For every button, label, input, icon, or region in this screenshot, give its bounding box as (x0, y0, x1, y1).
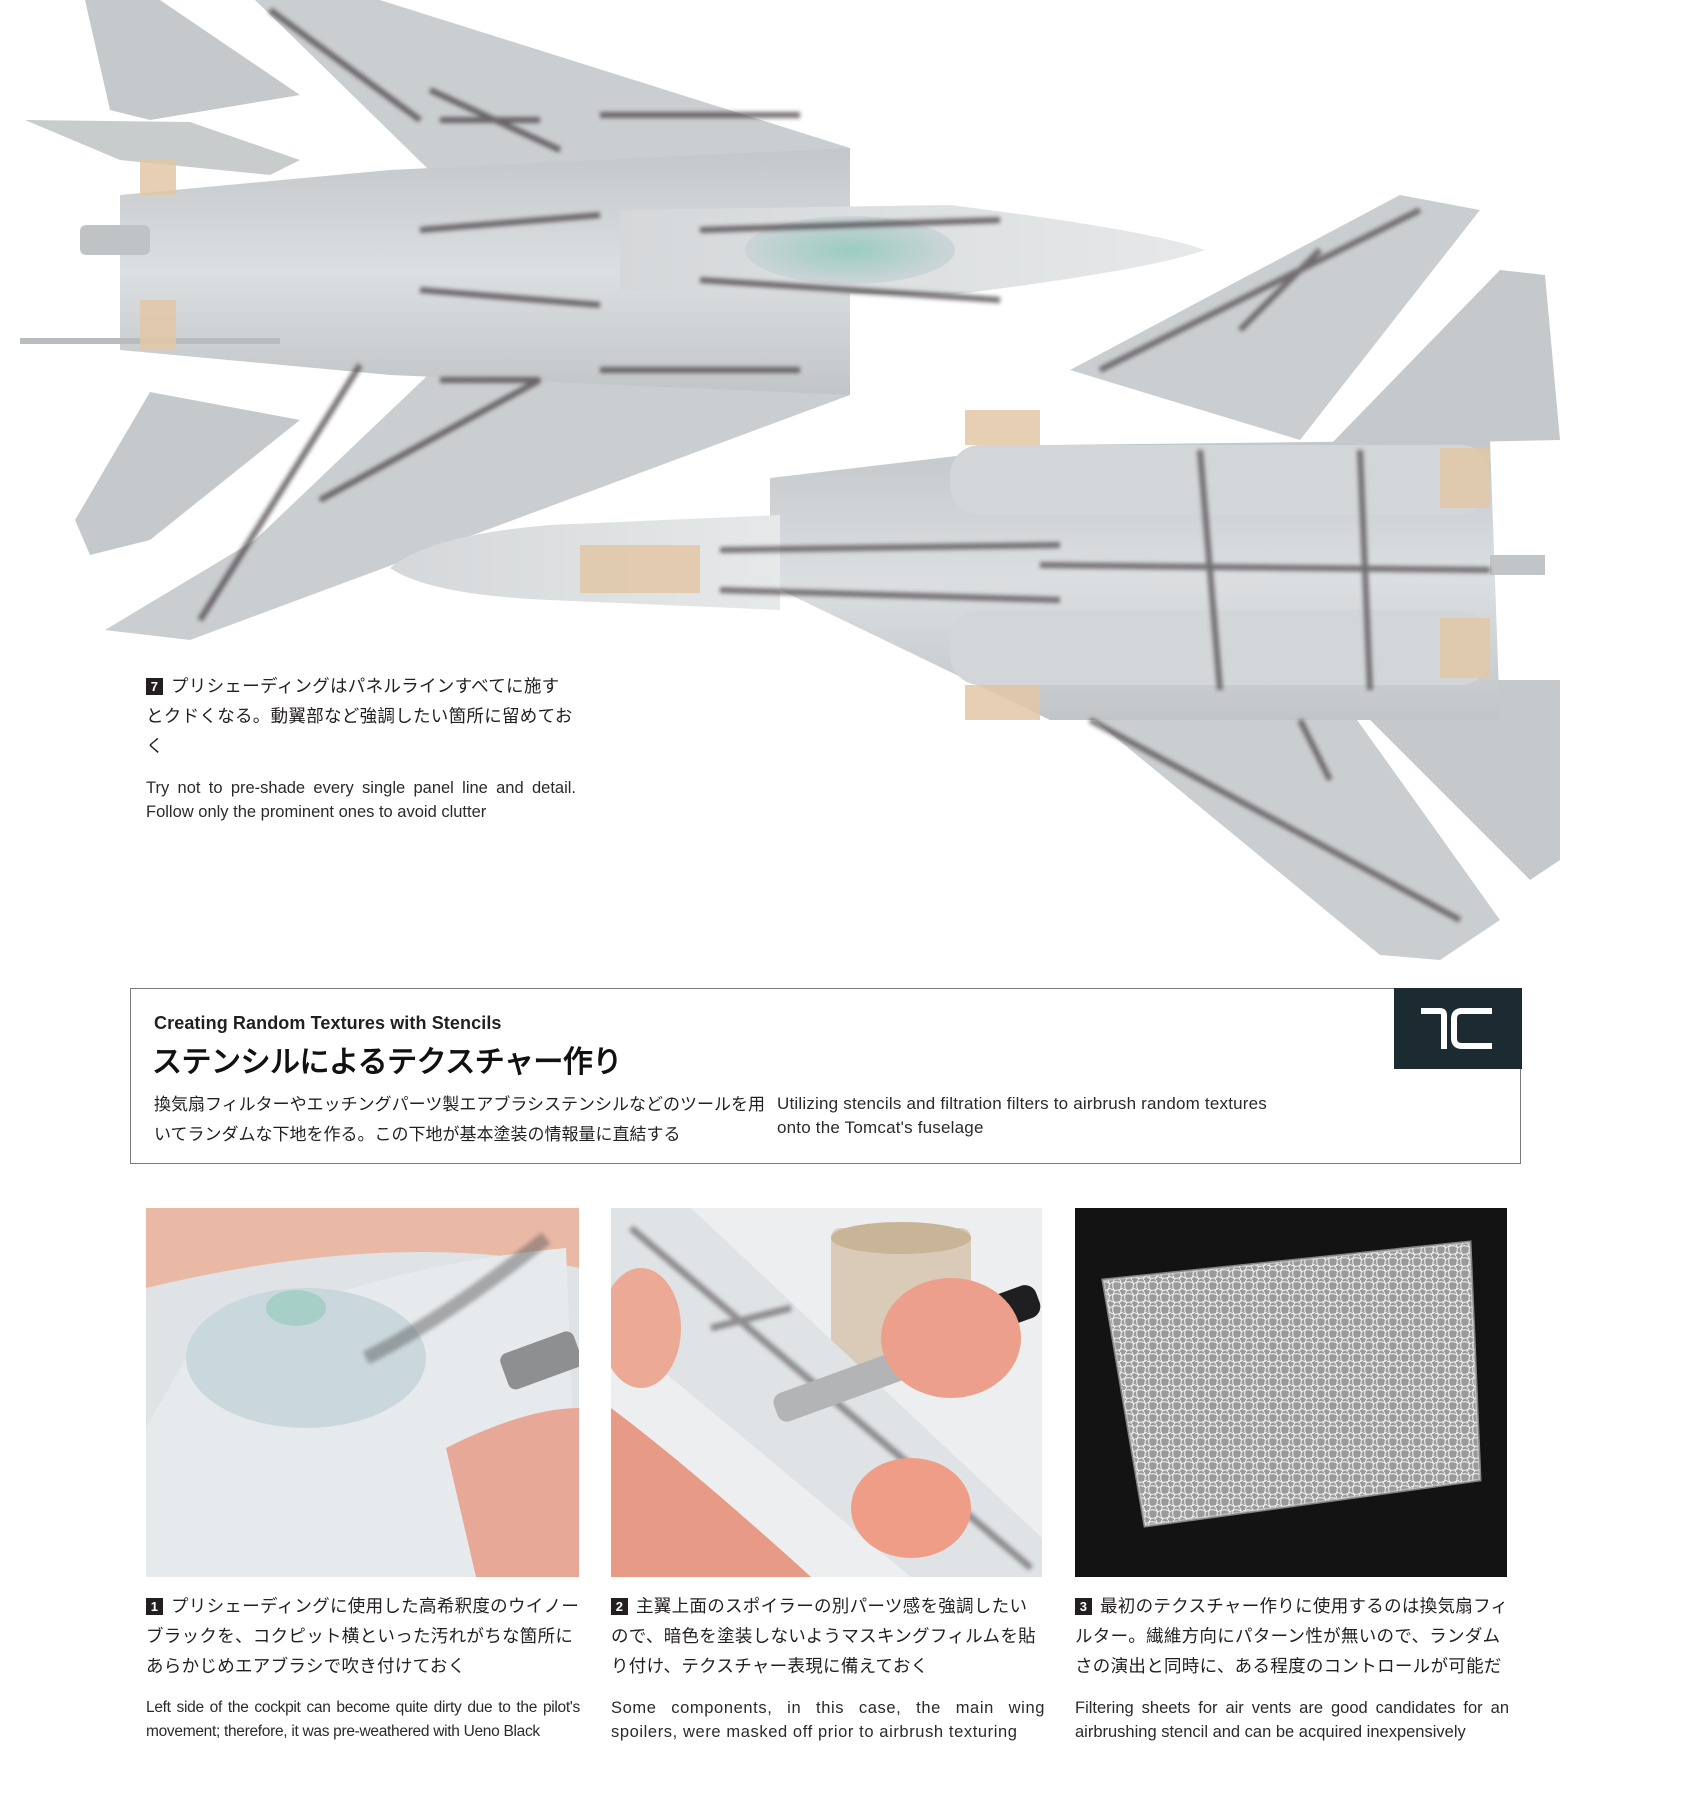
step-number-badge: 2 (611, 1598, 628, 1615)
aircraft-bottom-view (390, 195, 1560, 960)
caption-en: Left side of the cockpit can become quit… (146, 1699, 580, 1740)
photo-step-3 (1075, 1208, 1507, 1577)
section-description-jp: 換気扇フィルターやエッチングパーツ製エアブラシステンシルなどのツールを用いてラン… (154, 1095, 765, 1145)
section-1c-logo-icon (1420, 1008, 1492, 1049)
section-title-en: Creating Random Textures with Stencils (154, 1013, 502, 1033)
section-title-jp: ステンシルによるテクスチャー作り (152, 1045, 622, 1080)
step-number-badge: 7 (146, 678, 163, 695)
caption-en: Some components, in this case, the main … (611, 1699, 1045, 1741)
hero-aircraft-photo (20, 0, 1560, 960)
section-description-en: Utilizing stencils and filtration filter… (777, 1094, 1267, 1137)
aircraft-top-view (20, 0, 1205, 640)
step-number-badge: 1 (146, 1598, 163, 1615)
step-number-badge: 3 (1075, 1598, 1092, 1615)
photo-step-2 (611, 1208, 1042, 1577)
section-header-box: Creating Random Textures with Stencils ス… (130, 987, 1522, 1164)
section-number-badge (1393, 987, 1522, 1069)
caption-en: Try not to pre-shade every single panel … (146, 779, 576, 821)
caption-en: Filtering sheets for air vents are good … (1075, 1699, 1509, 1741)
photo-step-1 (146, 1208, 579, 1577)
